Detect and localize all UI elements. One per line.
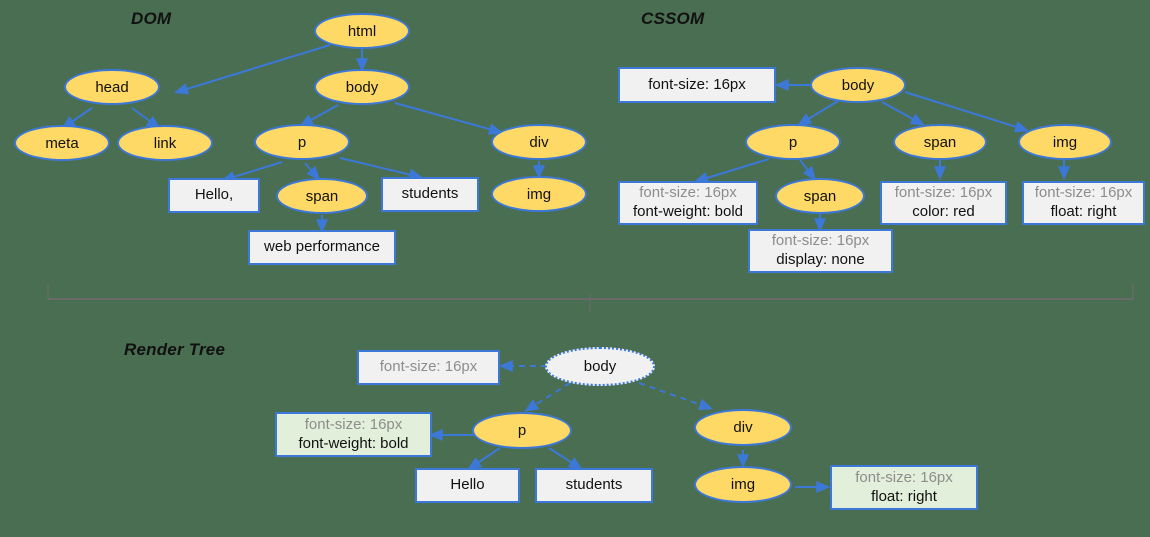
edge-rt-p-hello xyxy=(467,447,501,470)
dom-node-head[interactable]: head xyxy=(64,69,160,105)
render-node-body[interactable]: body xyxy=(545,347,655,386)
edge-body-p xyxy=(299,104,339,127)
section-title-dom: DOM xyxy=(131,9,172,28)
render-stylebox-p-line-1: font-size: 16px xyxy=(304,415,403,433)
edge-body-div xyxy=(394,102,504,135)
render-textbox-hello-label: Hello xyxy=(450,476,485,494)
dom-node-div[interactable]: div xyxy=(491,124,587,160)
edge-cssom-p-span2 xyxy=(799,159,816,181)
cssom-stylebox-span-2-line-1: font-size: 16px xyxy=(771,232,870,250)
cssom-stylebox-body: font-size: 16px xyxy=(618,67,776,103)
edge-cssom-body-span1 xyxy=(881,101,925,126)
dom-textbox-web-performance: web performance xyxy=(248,230,396,265)
edge-cssom-p-pstyle xyxy=(693,158,770,184)
edge-head-meta xyxy=(61,107,93,129)
edge-cssom-body-p xyxy=(797,100,839,126)
edge-head-link xyxy=(131,107,161,129)
cssom-node-img[interactable]: img xyxy=(1018,124,1112,160)
render-stylebox-body: font-size: 16px xyxy=(357,350,500,385)
cssom-stylebox-p: font-size: 16px font-weight: bold xyxy=(618,181,758,225)
cssom-stylebox-body-line-1: font-size: 16px xyxy=(648,75,746,93)
edge-p-students xyxy=(339,157,424,181)
render-stylebox-img: font-size: 16px float: right xyxy=(830,465,978,510)
dom-node-body[interactable]: body xyxy=(314,69,410,105)
dom-node-p[interactable]: p xyxy=(254,124,350,160)
cssom-node-span-2[interactable]: span xyxy=(775,178,865,214)
dom-node-link[interactable]: link xyxy=(117,125,213,161)
cssom-node-body[interactable]: body xyxy=(810,67,906,103)
render-node-img[interactable]: img xyxy=(694,466,792,503)
dom-textbox-hello-label: Hello, xyxy=(194,186,234,204)
cssom-node-p[interactable]: p xyxy=(745,124,841,160)
render-node-div[interactable]: div xyxy=(694,409,792,446)
edge-p-span xyxy=(304,162,321,181)
cssom-stylebox-span-2: font-size: 16px display: none xyxy=(748,229,893,273)
render-textbox-hello: Hello xyxy=(415,468,520,503)
render-stylebox-img-line-2: float: right xyxy=(871,487,937,505)
cssom-stylebox-p-line-2: font-weight: bold xyxy=(632,203,744,220)
render-node-p[interactable]: p xyxy=(472,412,572,449)
dom-textbox-students-label: students xyxy=(401,185,459,203)
cssom-stylebox-span-1: font-size: 16px color: red xyxy=(880,181,1007,225)
edge-rt-body-div xyxy=(638,382,714,411)
section-title-cssom: CSSOM xyxy=(641,9,705,28)
dom-node-span[interactable]: span xyxy=(276,178,368,214)
render-stylebox-p: font-size: 16px font-weight: bold xyxy=(275,412,432,457)
render-stylebox-p-line-2: font-weight: bold xyxy=(298,434,409,452)
cssom-stylebox-img-line-1: font-size: 16px xyxy=(1034,184,1133,202)
cssom-stylebox-span-1-line-1: font-size: 16px xyxy=(894,184,993,202)
edge-rt-p-students xyxy=(548,447,583,470)
render-stylebox-img-line-1: font-size: 16px xyxy=(855,468,953,486)
cssom-stylebox-p-line-1: font-size: 16px xyxy=(639,184,737,202)
dom-textbox-students: students xyxy=(381,177,479,212)
dom-node-meta[interactable]: meta xyxy=(14,125,110,161)
dom-node-html[interactable]: html xyxy=(314,13,410,49)
cssom-stylebox-img-line-2: float: right xyxy=(1050,203,1117,220)
edge-html-head xyxy=(173,44,331,95)
cssom-stylebox-img: font-size: 16px float: right xyxy=(1022,181,1145,225)
section-title-render-tree: Render Tree xyxy=(124,340,226,359)
render-stylebox-body-line-1: font-size: 16px xyxy=(379,358,478,376)
cssom-node-span-1[interactable]: span xyxy=(893,124,987,160)
dom-textbox-web-performance-label: web performance xyxy=(264,238,380,256)
edge-rt-body-p xyxy=(524,382,571,412)
cssom-stylebox-span-2-line-2: display: none xyxy=(776,251,865,268)
cssom-stylebox-span-1-line-2: color: red xyxy=(912,203,975,220)
render-textbox-students: students xyxy=(535,468,653,503)
dom-textbox-hello: Hello, xyxy=(168,178,260,213)
render-textbox-students-label: students xyxy=(565,476,623,494)
dom-node-img[interactable]: img xyxy=(491,176,587,212)
